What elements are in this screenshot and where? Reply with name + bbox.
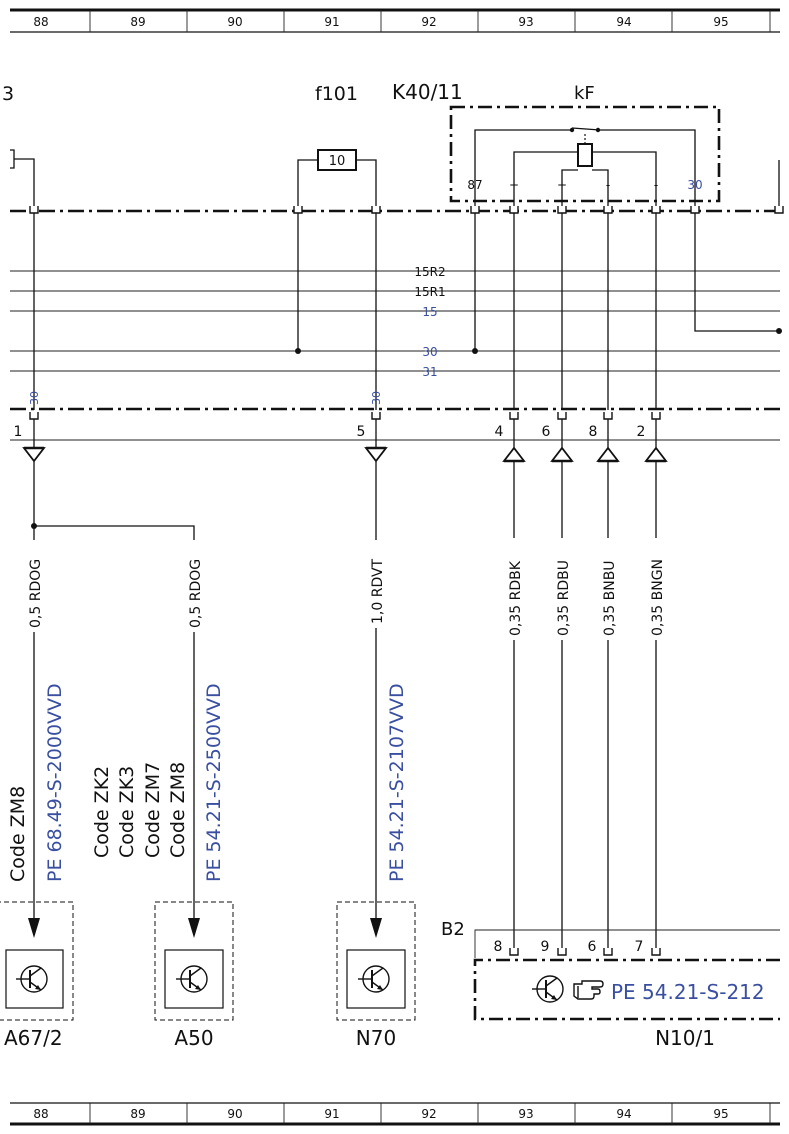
transistor-icon xyxy=(176,965,208,993)
bus-lines: 15R2 15R1 15 30 31 xyxy=(10,265,780,379)
wire-label: 0,5 RDOG xyxy=(188,559,204,628)
relay-pin: + xyxy=(557,178,567,192)
code-label: Code ZM7 xyxy=(142,762,164,858)
wire-label: 1,0 RDVT xyxy=(370,558,386,624)
component-a50: A50 xyxy=(154,901,234,1050)
ruler-cell: 95 xyxy=(713,1107,728,1121)
pointing-hand-icon xyxy=(573,980,604,1000)
transistor-icon xyxy=(532,975,564,1003)
bus-label: 15R2 xyxy=(414,265,445,279)
page-ref[interactable]: PE 54.21-S-2107VVD xyxy=(386,683,408,882)
wire-label: 0,35 RDBU xyxy=(556,560,572,636)
ruler-cell: 92 xyxy=(421,1107,436,1121)
page-ref[interactable]: PE 54.21-S-212 xyxy=(611,980,765,1004)
bus-label: 30 xyxy=(422,345,437,359)
bus-label: 31 xyxy=(422,365,437,379)
ruler-cell: 89 xyxy=(130,1107,145,1121)
code-label: Code ZM8 xyxy=(167,762,189,858)
connector-pin: 1 xyxy=(14,424,23,440)
bus-label: 15R1 xyxy=(414,285,445,299)
b2-pin: 7 xyxy=(635,939,644,955)
code-label: Code ZM8 xyxy=(7,786,29,882)
terminal-label: 30 xyxy=(370,391,383,405)
relay-k40-11: 87 + + - - 30 xyxy=(449,105,721,207)
bottom-ruler: 88 89 90 91 92 93 94 95 xyxy=(10,1102,780,1126)
ruler-cell: 91 xyxy=(324,15,339,29)
wire-label: 0,5 RDOG xyxy=(28,559,44,628)
ruler-cell: 94 xyxy=(616,15,631,29)
ruler-cell: 93 xyxy=(518,1107,533,1121)
relay-pin: - xyxy=(606,178,610,192)
component-label: A67/2 xyxy=(4,1026,63,1050)
b2-pin: 8 xyxy=(494,939,503,955)
code-label: Code ZK2 xyxy=(91,766,113,858)
ruler-cell: 93 xyxy=(518,15,533,29)
b2-pin: 6 xyxy=(588,939,597,955)
wire-label: 0,35 BNBU xyxy=(602,560,618,636)
relay-pin: + xyxy=(509,178,519,192)
component-label: N10/1 xyxy=(655,1026,715,1050)
terminal-label: 30 xyxy=(28,391,41,405)
b2-label: B2 xyxy=(441,919,465,940)
ruler-cell: 88 xyxy=(33,1107,48,1121)
left-partial-label: 3 xyxy=(2,83,14,105)
fuse-label: f101 xyxy=(315,83,358,105)
wire-label: 0,35 BNGN xyxy=(650,559,666,636)
connector-pin: 4 xyxy=(495,424,504,440)
connector-pin: 6 xyxy=(542,424,551,440)
fuse-rating: 10 xyxy=(329,154,346,169)
connector-pin: 2 xyxy=(637,424,646,440)
relay-label: K40/11 xyxy=(392,80,463,104)
component-n10-1: B2 8 9 6 7 PE 54.21-S-212 N10/1 xyxy=(441,919,780,1050)
ruler-cell: 88 xyxy=(33,15,48,29)
code-label: Code ZK3 xyxy=(116,766,138,858)
connector-pin: 5 xyxy=(357,424,366,440)
page-ref[interactable]: PE 54.21-S-2500VVD xyxy=(203,683,225,882)
component-n70: N70 xyxy=(336,901,416,1050)
ruler-cell: 91 xyxy=(324,1107,339,1121)
signal-direction-markers xyxy=(22,446,668,463)
ruler-cell: 94 xyxy=(616,1107,631,1121)
ruler-cell: 90 xyxy=(227,15,242,29)
relay-pin: 87 xyxy=(467,178,482,192)
component-label: A50 xyxy=(174,1026,213,1050)
wire-label: 0,35 RDBK xyxy=(508,560,524,636)
bus-label: 15 xyxy=(422,305,437,319)
relay-pin: 30 xyxy=(687,178,702,192)
component-label: N70 xyxy=(356,1026,396,1050)
page-ref[interactable]: PE 68.49-S-2000VVD xyxy=(44,683,66,882)
ruler-cell: 95 xyxy=(713,15,728,29)
connector-pin: 8 xyxy=(589,424,598,440)
relay-pin: - xyxy=(654,178,658,192)
relay-contact-label: kF xyxy=(574,83,595,104)
ruler-cell: 92 xyxy=(421,15,436,29)
component-a67-2: A67/2 xyxy=(0,901,74,1050)
ruler-cell: 90 xyxy=(227,1107,242,1121)
transistor-icon xyxy=(358,965,390,993)
b2-pin: 9 xyxy=(541,939,550,955)
top-ruler: 88 89 90 91 92 93 94 95 xyxy=(10,8,780,33)
ruler-cell: 89 xyxy=(130,15,145,29)
transistor-icon xyxy=(16,965,48,993)
fuse-f101: 10 xyxy=(297,149,377,210)
